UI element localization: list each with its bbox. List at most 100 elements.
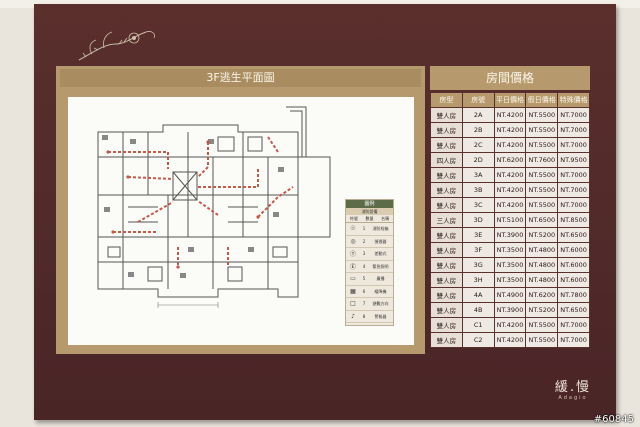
legend-header-cell: 符號 [349, 216, 358, 221]
holiday-price-cell: NT.7600 [525, 152, 559, 168]
room-type-cell: 雙人房 [430, 302, 463, 318]
special-price-cell: NT.7000 [557, 332, 590, 348]
legend-label: 偵煙器 [374, 238, 387, 244]
room-number-cell: 3B [461, 182, 495, 198]
legend-label: 警報器 [374, 313, 387, 319]
column-header: 房型 [430, 92, 463, 108]
legend-row: □ 7 避難方向 [346, 298, 393, 311]
legend-header-cell: 名稱 [381, 216, 390, 221]
room-number-cell: 3C [461, 197, 495, 213]
column-header: 假日價格 [525, 92, 559, 108]
price-title: 房間價格 [430, 66, 590, 90]
weekday-price-cell: NT.4200 [493, 317, 527, 333]
room-type-cell: 雙人房 [430, 182, 463, 198]
room-type-cell: 雙人房 [430, 287, 463, 303]
legend-subtitle: 消防設備 [346, 208, 393, 215]
room-number-cell: 3G [461, 257, 495, 273]
column-header: 特殊價格 [557, 92, 590, 108]
room-type-cell: 雙人房 [430, 167, 463, 183]
room-type-cell: 雙人房 [430, 122, 463, 138]
room-type-cell: 雙人房 [430, 227, 463, 243]
holiday-price-cell: NT.5500 [525, 122, 559, 138]
holiday-price-cell: NT.4800 [525, 242, 559, 258]
logo-main-text: 緩.慢 [554, 380, 592, 395]
room-number-cell: 2B [461, 122, 495, 138]
special-price-cell: NT.7000 [557, 137, 590, 153]
legend-count: 3 [362, 251, 366, 257]
holiday-price-cell: NT.5200 [525, 302, 559, 318]
column-header: 平日價格 [493, 92, 527, 108]
holiday-price-cell: NT.5500 [525, 182, 559, 198]
weekday-price-cell: NT.4200 [493, 122, 527, 138]
room-number-cell: 3A [461, 167, 495, 183]
weekday-price-cell: NT.4200 [493, 107, 527, 123]
special-price-cell: NT.7000 [557, 197, 590, 213]
room-number-cell: 4A [461, 287, 495, 303]
room-type-cell: 雙人房 [430, 317, 463, 333]
holiday-price-cell: NT.5500 [525, 197, 559, 213]
room-number-cell: C1 [461, 317, 495, 333]
room-number-cell: 3H [461, 272, 495, 288]
legend-count: 8 [362, 313, 366, 319]
holiday-price-cell: NT.4800 [525, 272, 559, 288]
holiday-price-cell: NT.5500 [525, 107, 559, 123]
legend-count: 2 [362, 238, 366, 244]
weekday-price-cell: NT.3900 [493, 227, 527, 243]
room-number-cell: C2 [461, 332, 495, 348]
legend-count: 4 [362, 263, 366, 269]
holiday-price-cell: NT.5500 [525, 137, 559, 153]
legend-symbol: □ [350, 300, 356, 308]
legend-label: 廣播 [376, 276, 385, 282]
legend-symbol: ▭ [350, 275, 356, 283]
weekday-price-cell: NT.4900 [493, 287, 527, 303]
floor-plan-title: 3F逃生平面圖 [60, 69, 421, 87]
legend-symbol: ☉ [350, 225, 356, 233]
legend-header-cell: 數量 [365, 216, 374, 221]
room-number-cell: 3E [461, 227, 495, 243]
weekday-price-cell: NT.4200 [493, 332, 527, 348]
legend-count: 7 [362, 301, 366, 307]
special-price-cell: NT.6000 [557, 272, 590, 288]
weekday-price-cell: NT.4200 [493, 182, 527, 198]
legend-count: 6 [362, 288, 366, 294]
special-price-cell: NT.6500 [557, 227, 590, 243]
special-price-cell: NT.6000 [557, 242, 590, 258]
room-number-cell: 2D [461, 152, 495, 168]
room-type-cell: 雙人房 [430, 272, 463, 288]
special-price-cell: NT.7000 [557, 317, 590, 333]
room-type-cell: 雙人房 [430, 242, 463, 258]
photo-watermark: #60845 [593, 414, 634, 425]
holiday-price-cell: NT.5500 [525, 317, 559, 333]
legend-label: 避難方向 [372, 301, 389, 307]
legend-label: 差動式 [374, 251, 387, 257]
price-table-header: 房型 房號 平日價格 假日價格 特殊價格 [430, 92, 590, 108]
room-number-cell: 4B [461, 302, 495, 318]
room-number-cell: 2A [461, 107, 495, 123]
logo-sub-text: Adagio [558, 395, 588, 401]
special-price-cell: NT.7000 [557, 122, 590, 138]
room-type-cell: 雙人房 [430, 137, 463, 153]
room-number-cell: 3F [461, 242, 495, 258]
special-price-cell: NT.7000 [557, 182, 590, 198]
weekday-price-cell: NT.4200 [493, 167, 527, 183]
legend-count: 1 [362, 226, 366, 232]
special-price-cell: NT.6500 [557, 302, 590, 318]
room-type-cell: 雙人房 [430, 257, 463, 273]
special-price-cell: NT.7800 [557, 287, 590, 303]
